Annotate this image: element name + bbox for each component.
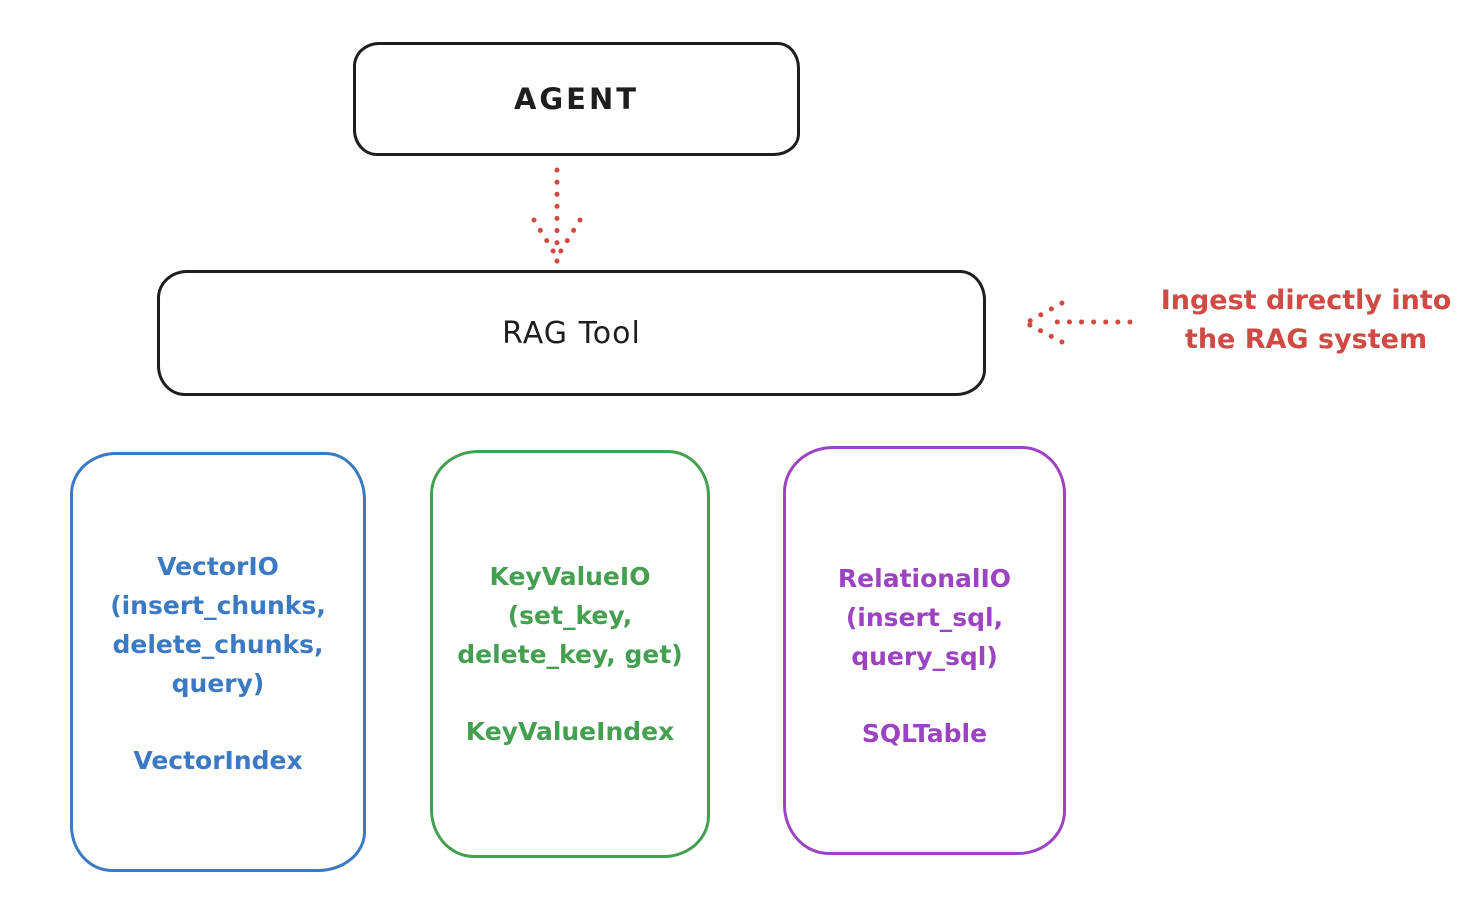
provider-box-relationalio: RelationalIO (insert_sql, query_sql) SQL… <box>783 446 1066 855</box>
provider-methods-line: (insert_chunks, <box>110 591 326 620</box>
provider-methods-line: (set_key, <box>507 601 633 630</box>
ingest-annotation: Ingest directly into the RAG system <box>1138 281 1474 359</box>
provider-box-keyvalueio: KeyValueIO (set_key, delete_key, get) Ke… <box>430 450 710 858</box>
spacer <box>433 674 707 712</box>
rag-tool-label: RAG Tool <box>502 315 641 351</box>
provider-text-vectorio: VectorIO (insert_chunks, delete_chunks, … <box>73 547 363 780</box>
ingest-annotation-line1: Ingest directly into <box>1160 285 1452 316</box>
agent-label: AGENT <box>513 82 640 116</box>
provider-index-label: KeyValueIndex <box>465 717 675 746</box>
annotation-arrowhead-bottom <box>1023 320 1065 345</box>
provider-methods-line: query) <box>171 669 265 698</box>
provider-index-label: VectorIndex <box>133 746 303 775</box>
provider-methods-line: delete_key, get) <box>457 640 683 669</box>
provider-box-vectorio: VectorIO (insert_chunks, delete_chunks, … <box>70 452 366 872</box>
provider-methods-line: delete_chunks, <box>112 630 324 659</box>
provider-text-keyvalueio: KeyValueIO (set_key, delete_key, get) Ke… <box>433 557 707 751</box>
ingest-annotation-line2: the RAG system <box>1184 324 1428 355</box>
rag-tool-box: RAG Tool <box>157 270 986 396</box>
agent-box: AGENT <box>353 42 800 156</box>
provider-title: VectorIO <box>157 552 279 581</box>
agent-to-ragtool-arrowhead-left <box>531 217 558 257</box>
provider-title: RelationalIO <box>837 564 1012 593</box>
provider-title: KeyValueIO <box>489 562 651 591</box>
provider-index-label: SQLTable <box>861 719 988 748</box>
annotation-arrowhead-top <box>1023 300 1065 326</box>
spacer <box>786 676 1063 714</box>
provider-methods-line: (insert_sql, <box>845 603 1004 632</box>
provider-methods-line: query_sql) <box>851 642 998 671</box>
provider-text-relationalio: RelationalIO (insert_sql, query_sql) SQL… <box>786 559 1063 753</box>
agent-to-ragtool-arrowhead-right <box>556 217 583 257</box>
spacer <box>73 703 363 741</box>
